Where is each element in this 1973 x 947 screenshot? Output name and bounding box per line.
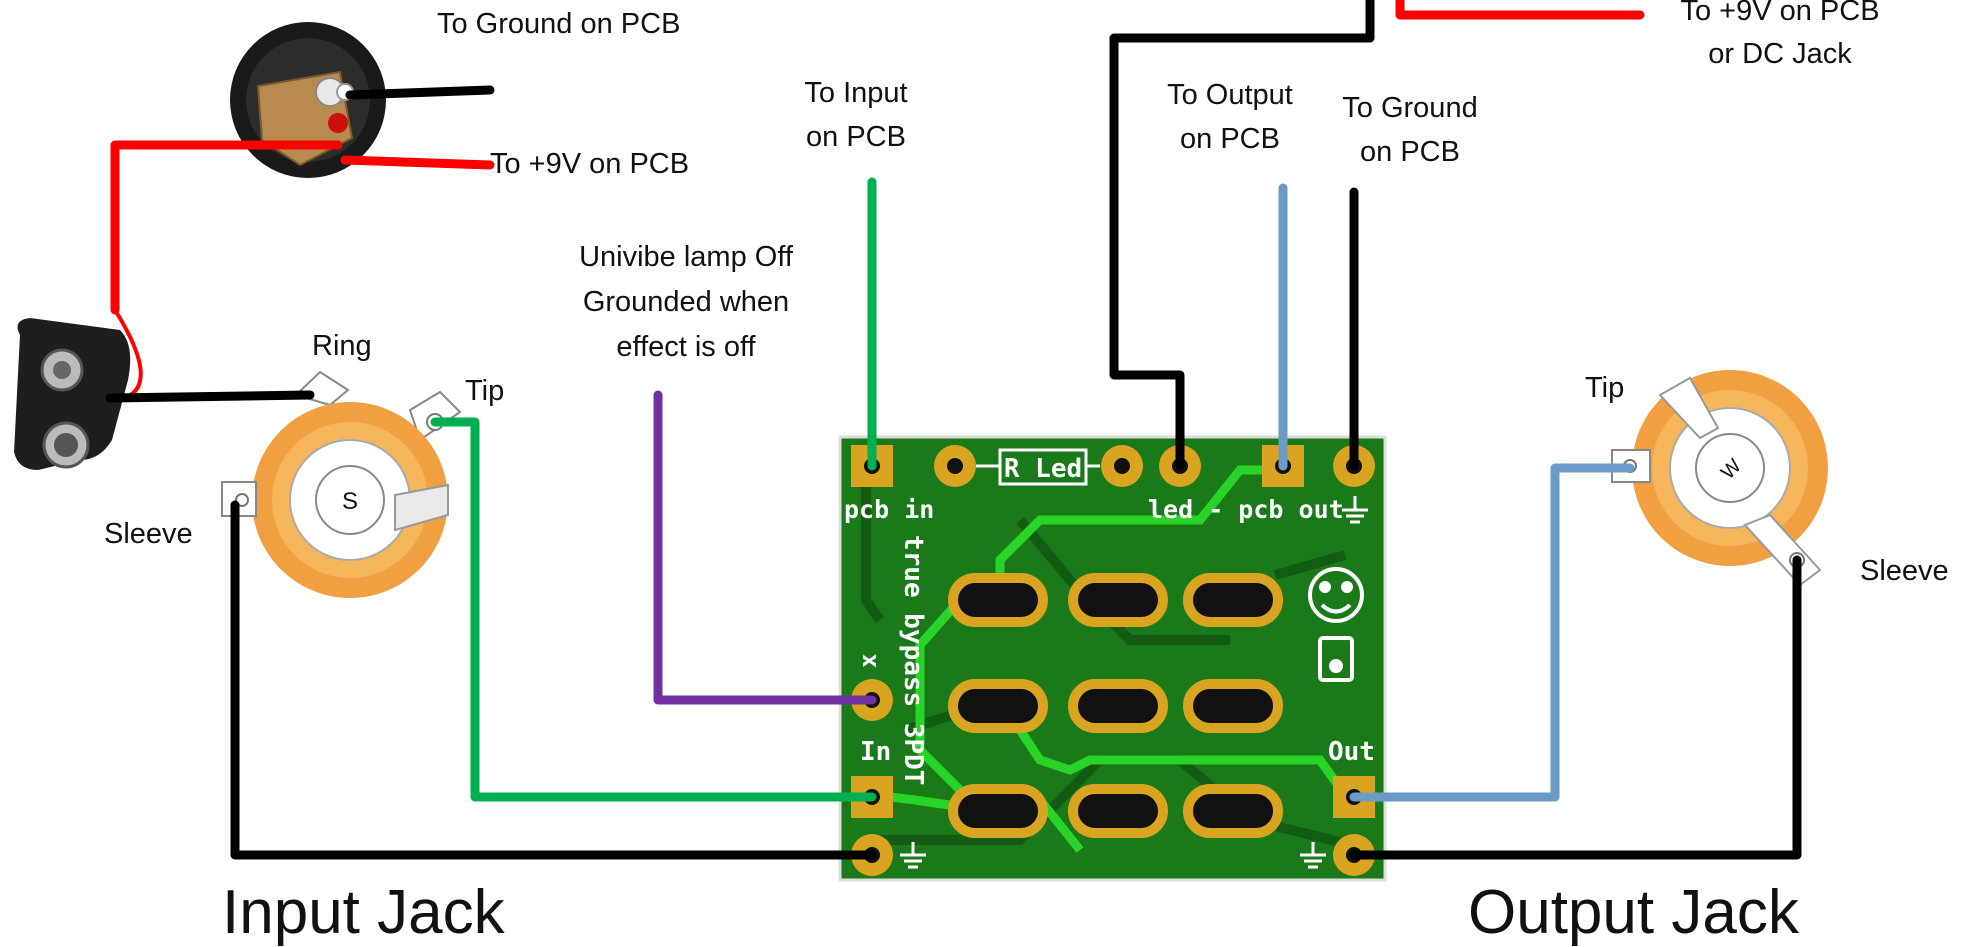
wires [105, 0, 1802, 860]
black-wire-sleeve-in [230, 500, 877, 860]
red-wire-battery [110, 140, 343, 315]
label-input-pcb-2: on PCB [806, 121, 906, 153]
input-jack: S [221, 370, 462, 598]
annotations: To Ground on PCB To +9V on PCB To Input … [104, 0, 1949, 947]
label-input-jack: Input Jack [222, 878, 506, 947]
pcb-r-led-label: R Led [1004, 454, 1082, 484]
pcb-x-label: x [854, 654, 882, 668]
label-output-jack: Output Jack [1468, 878, 1800, 947]
label-tip-out: Tip [1585, 372, 1624, 404]
label-sleeve-in: Sleeve [104, 518, 193, 550]
label-univibe-2: Grounded when [583, 286, 789, 318]
pcb-led-out-label: led - pcb out [1148, 495, 1344, 524]
pcb-out-text: Out [1328, 737, 1375, 767]
black-wire-top-led [1109, 0, 1375, 471]
ground-symbol-icon [900, 842, 926, 869]
label-ground-pcb-2: on PCB [1360, 136, 1460, 168]
label-sleeve-out: Sleeve [1860, 555, 1949, 587]
label-ground-pcb-1: To Ground [1342, 92, 1477, 124]
dc-jack [230, 22, 386, 178]
label-univibe-1: Univibe lamp Off [579, 241, 794, 273]
purple-wire-univibe [653, 390, 877, 705]
blue-wire-out-tip [1349, 463, 1635, 802]
label-univibe-3: effect is off [616, 331, 756, 363]
label-output-pcb-1: To Output [1167, 79, 1293, 111]
black-wire-battery-ring [105, 390, 315, 403]
label-top-9v-2: or DC Jack [1708, 38, 1852, 70]
label-dc-9v: To +9V on PCB [490, 148, 689, 180]
label-output-pcb-2: on PCB [1180, 123, 1280, 155]
label-top-9v-1: To +9V on PCB [1680, 0, 1879, 27]
pcb-logo-icon [1308, 567, 1364, 682]
black-wire-sleeve-out [1349, 555, 1802, 860]
input-jack-center-letter: S [342, 488, 358, 515]
red-wire-dc-9v [340, 155, 495, 170]
label-ring: Ring [312, 330, 372, 362]
pcb-in-label: pcb in [844, 495, 934, 524]
red-wire-top-9v [1395, 0, 1645, 20]
pcb-board: true bypass 3PDT R Led [838, 435, 1387, 882]
pcb-side-text: true bypass 3PDT [898, 535, 928, 785]
label-tip-in: Tip [465, 375, 504, 407]
black-wire-dc-ground [345, 85, 495, 100]
battery-snap [14, 318, 131, 470]
label-dc-ground: To Ground on PCB [437, 8, 680, 40]
green-wire-tip-in [430, 417, 877, 802]
output-jack: W [1611, 370, 1828, 587]
ground-symbol-icon [1342, 496, 1368, 524]
pcb-in-text: In [860, 737, 891, 767]
ground-symbol-icon [1300, 842, 1326, 869]
label-input-pcb-1: To Input [804, 77, 907, 109]
